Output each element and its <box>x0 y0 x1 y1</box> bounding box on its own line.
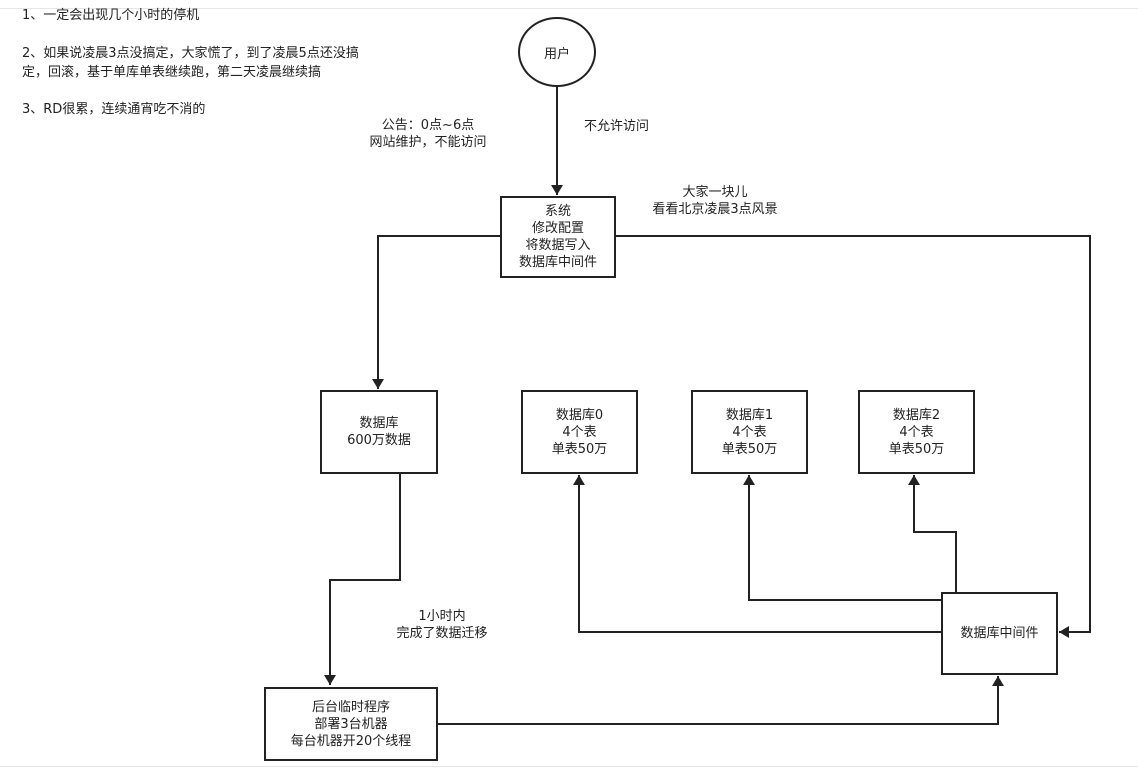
backend-line-3: 每台机器开20个线程 <box>290 733 412 749</box>
system-line-1: 系统 <box>544 204 571 219</box>
notice-line-2: 网站维护，不能访问 <box>369 135 487 150</box>
middleware-box: 数据库中间件 <box>941 592 1058 675</box>
system-line-3: 将数据写入 <box>525 238 591 253</box>
together-line-1: 大家一块儿 <box>682 185 748 200</box>
db2-line-1: 数据库2 <box>892 407 941 423</box>
db-old-line-2: 600万数据 <box>347 433 411 448</box>
migrate-line-1: 1小时内 <box>418 609 466 624</box>
edge-middleware-to-db1 <box>743 475 942 601</box>
edge-system-to-db-old <box>372 235 500 389</box>
note-2-line-1: 2、如果说凌晨3点没搞定，大家慌了，到了凌晨5点还没搞 <box>22 46 359 61</box>
backend-box: 后台临时程序 部署3台机器 每台机器开20个线程 <box>264 687 438 761</box>
db0-box: 数据库0 4个表 单表50万 <box>521 390 638 474</box>
migrate-label: 1小时内 完成了数据迁移 <box>372 608 512 642</box>
edge-middleware-to-db0 <box>573 475 942 633</box>
backend-line-2: 部署3台机器 <box>314 716 388 732</box>
system-box: 系统 修改配置 将数据写入 数据库中间件 <box>500 196 616 278</box>
db0-line-3: 单表50万 <box>551 441 608 457</box>
notice-label: 公告：0点~6点 网站维护，不能访问 <box>353 117 503 151</box>
top-divider <box>0 8 1138 9</box>
note-1: 1、一定会出现几个小时的停机 <box>22 8 200 23</box>
note-3: 3、RD很累，连续通宵吃不消的 <box>22 102 206 117</box>
db2-box: 数据库2 4个表 单表50万 <box>858 390 975 474</box>
db0-line-1: 数据库0 <box>555 407 604 423</box>
migrate-line-2: 完成了数据迁移 <box>396 626 488 641</box>
db1-line-1: 数据库1 <box>725 407 774 423</box>
middleware-line-1: 数据库中间件 <box>960 626 1039 641</box>
db-old-line-1: 数据库 <box>359 416 399 431</box>
edge-system-to-middleware <box>616 235 1091 638</box>
backend-line-1: 后台临时程序 <box>311 699 390 715</box>
db2-line-2: 4个表 <box>899 424 934 440</box>
together-label: 大家一块儿 看看北京凌晨3点风景 <box>630 184 800 218</box>
edge-db-old-to-backend <box>324 474 401 685</box>
bottom-divider <box>0 766 1138 767</box>
user-node: 用户 <box>518 17 596 87</box>
edge-middleware-to-db2 <box>908 475 957 592</box>
deny-label: 不允许访问 <box>584 119 650 134</box>
system-line-4: 数据库中间件 <box>518 255 597 270</box>
db1-line-2: 4个表 <box>732 424 767 440</box>
db2-line-3: 单表50万 <box>888 441 945 457</box>
system-line-2: 修改配置 <box>531 221 584 236</box>
user-label: 用户 <box>543 46 570 62</box>
db1-line-3: 单表50万 <box>721 441 778 457</box>
db0-line-2: 4个表 <box>562 424 597 440</box>
db-old-box: 数据库 600万数据 <box>320 390 438 474</box>
edge-backend-to-middleware <box>438 676 1004 725</box>
db1-box: 数据库1 4个表 单表50万 <box>691 390 808 474</box>
note-2-line-2: 定，回滚，基于单库单表继续跑，第二天凌晨继续搞 <box>22 65 322 80</box>
together-line-2: 看看北京凌晨3点风景 <box>652 202 778 217</box>
notice-line-1: 公告：0点~6点 <box>381 118 475 133</box>
